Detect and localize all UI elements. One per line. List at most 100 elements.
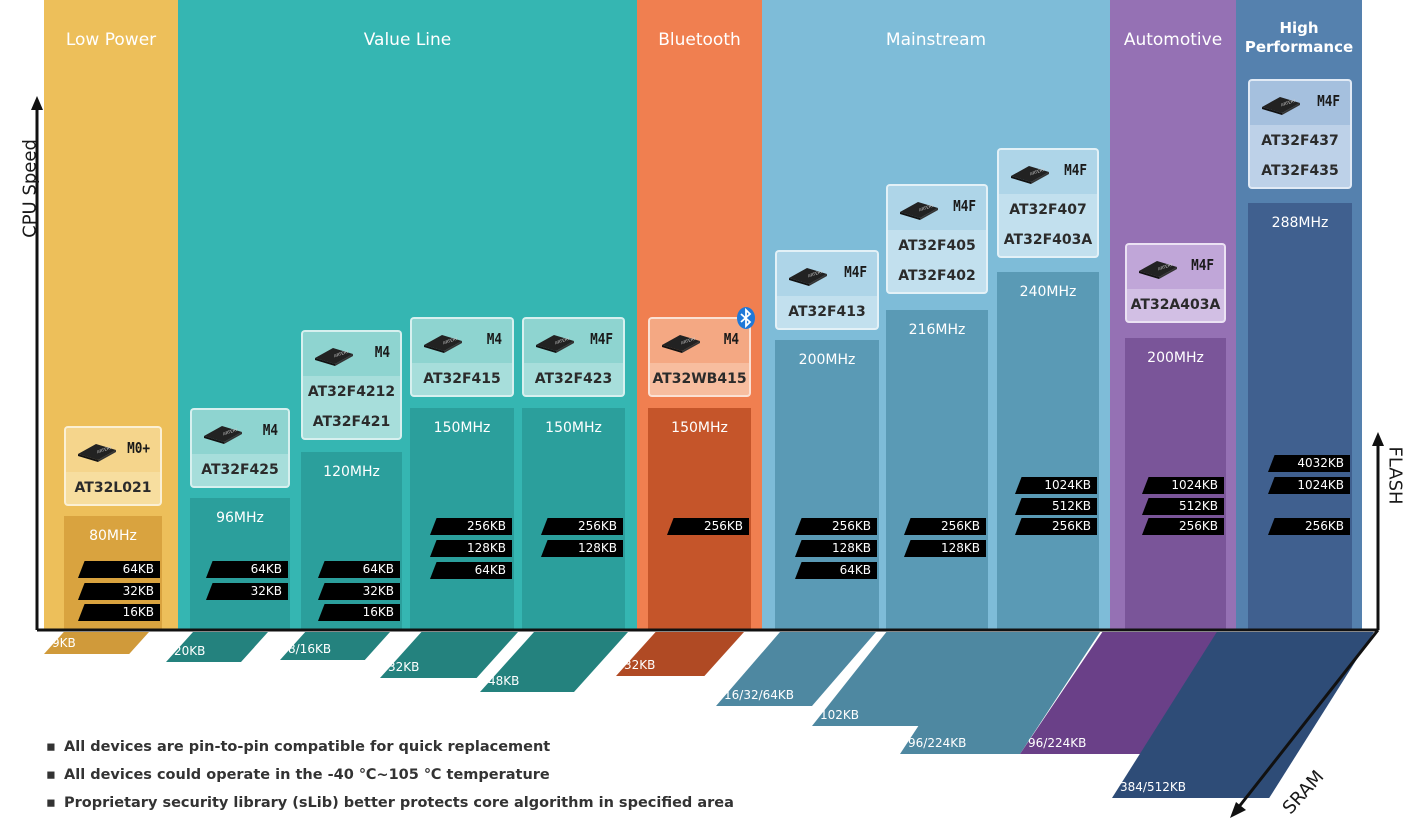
sram-block (900, 632, 1100, 754)
speed-bar (301, 452, 402, 630)
flash-size: 32KB (78, 583, 160, 600)
flash-size: 256KB (667, 518, 749, 535)
svg-text:ARTERY: ARTERY (222, 427, 238, 437)
core-label: M4F (589, 330, 613, 348)
chip-icon: ARTERY (1009, 162, 1051, 188)
sram-block (480, 632, 628, 692)
cpu-speed: 150MHz (433, 420, 491, 436)
band-title-low-power: Low Power (65, 30, 157, 50)
sram-size: 384/512KB (1120, 780, 1186, 794)
sram-block (1112, 632, 1374, 798)
svg-text:ARTERY: ARTERY (442, 336, 458, 346)
flash-size: 64KB (318, 561, 400, 578)
sram-size: 48KB (488, 674, 520, 688)
flash-size: 4032KB (1268, 455, 1350, 472)
chip-icon: ARTERY (787, 264, 829, 290)
cpu-speed: 216MHz (908, 322, 966, 338)
core-label: M4F (952, 197, 976, 215)
flash-size: 16KB (78, 604, 160, 621)
sram-block (280, 632, 390, 660)
flash-size: 32KB (206, 583, 288, 600)
model-name: AT32F413 (788, 304, 866, 320)
cpu-speed: 80MHz (89, 528, 137, 544)
cpu-speed: 288MHz (1271, 215, 1329, 231)
model-name: AT32WB415 (652, 371, 747, 387)
svg-text:ARTERY: ARTERY (680, 336, 696, 346)
svg-text:ARTERY: ARTERY (96, 445, 112, 455)
flash-size: 64KB (795, 562, 877, 579)
flash-size: 128KB (541, 540, 623, 557)
band-title-bluetooth: Bluetooth (658, 30, 741, 50)
model-name: AT32F407 (1009, 202, 1087, 218)
speed-bar (997, 272, 1099, 630)
model-name: AT32F425 (201, 462, 279, 478)
chip-icon: ARTERY (202, 422, 244, 448)
svg-text:ARTERY: ARTERY (807, 269, 823, 279)
sram-block (44, 632, 149, 654)
flash-size: 256KB (1015, 518, 1097, 535)
svg-text:ARTERY: ARTERY (554, 336, 570, 346)
chip-icon: ARTERY (1137, 257, 1179, 283)
flash-size: 64KB (430, 562, 512, 579)
cpu-speed: 150MHz (545, 420, 602, 436)
sram-block (616, 632, 744, 676)
cpu-speed: 150MHz (671, 420, 728, 436)
flash-size: 1024KB (1268, 477, 1350, 494)
sram-block (380, 632, 518, 678)
note-temperature: All devices could operate in the -40 ℃~1… (46, 767, 550, 783)
flash-size: 128KB (795, 540, 877, 557)
band-title-automotive: Automotive (1123, 30, 1223, 50)
cpu-speed: 120MHz (323, 464, 380, 480)
sram-block (1020, 632, 1226, 754)
core-label: M4F (1316, 92, 1340, 110)
sram-size: 20KB (174, 644, 206, 658)
model-name: AT32A403A (1130, 297, 1221, 313)
bluetooth-icon (736, 306, 756, 334)
flash-size: 16KB (318, 604, 400, 621)
svg-text:ARTERY: ARTERY (333, 349, 349, 359)
sram-size: 32KB (388, 660, 420, 674)
flash-size: 128KB (904, 540, 986, 557)
cpu-speed: 240MHz (1019, 284, 1077, 300)
band-title-high-performance: High Performance (1244, 19, 1354, 56)
svg-text:ARTERY: ARTERY (918, 203, 934, 213)
model-name: AT32F435 (1261, 163, 1339, 179)
sram-size: 96/224KB (1028, 736, 1087, 750)
model-name: AT32F421 (312, 414, 391, 430)
model-name: AT32F405 (898, 238, 976, 254)
flash-size: 256KB (1142, 518, 1224, 535)
sram-block (812, 632, 998, 726)
chip-icon: ARTERY (76, 440, 118, 466)
chip-icon: ARTERY (313, 344, 355, 370)
speed-bar (1248, 203, 1352, 630)
flash-size: 256KB (1268, 518, 1350, 535)
sram-size: 8/16KB (288, 642, 332, 656)
flash-size: 1024KB (1142, 477, 1224, 494)
core-label: M4F (1063, 161, 1087, 179)
axis-label-flash: FLASH (1384, 446, 1406, 505)
speed-bar (886, 310, 988, 630)
speed-bar (775, 340, 879, 630)
flash-size: 32KB (318, 583, 400, 600)
flash-size: 512KB (1142, 498, 1224, 515)
sram-size: 96/224KB (908, 736, 967, 750)
chip-icon: ARTERY (422, 331, 464, 357)
cpu-speed: 200MHz (798, 352, 856, 368)
band-title-value-line: Value Line (363, 30, 452, 50)
flash-size: 128KB (430, 540, 512, 557)
cpu-speed: 200MHz (1147, 350, 1204, 366)
sram-block (166, 632, 268, 662)
svg-text:ARTERY: ARTERY (1280, 98, 1296, 108)
note-pin-compatible: All devices are pin-to-pin compatible fo… (46, 739, 550, 755)
